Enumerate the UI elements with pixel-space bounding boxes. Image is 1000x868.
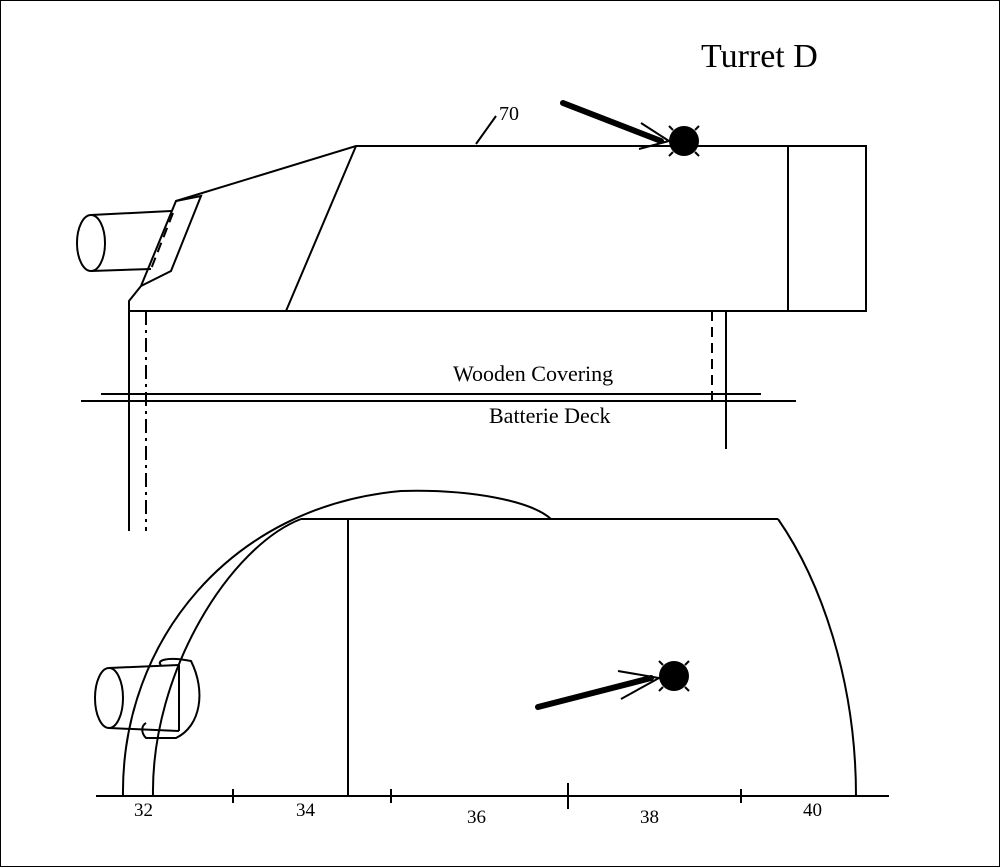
scale-tick-label: 32: [134, 800, 153, 821]
wooden-covering-label: Wooden Covering: [453, 361, 613, 386]
hit-marker-plan: [535, 660, 690, 710]
turret-plan-right-edge: [777, 518, 857, 797]
turret-body-outline: [128, 145, 867, 312]
scale-tick-label: 38: [640, 807, 659, 828]
part-number-label: 70: [499, 103, 519, 125]
scale-tick-label: 36: [467, 807, 486, 828]
gun-barrel: [76, 210, 174, 272]
turret-side-view: 70 Wooden Covering Batterie Deck: [76, 100, 867, 531]
scale-minor-ticks: [232, 783, 742, 809]
diagram-title: Turret D: [701, 38, 818, 75]
turret-inner-arc: [151, 518, 302, 797]
hit-marker-top: [560, 100, 700, 157]
turret-front-face: [285, 145, 357, 312]
gun-mantlet: [140, 194, 203, 287]
scale-tick-label: 40: [803, 800, 822, 821]
scale-tick-label: 34: [296, 800, 316, 821]
turret-outer-arc: [121, 489, 552, 797]
gun-barrel-plan: [94, 657, 201, 739]
turret-plan-view: [94, 489, 857, 797]
part-leader-line: [475, 115, 497, 145]
frame-scale: 32 34 36 38 40: [96, 783, 889, 828]
batterie-deck-label: Batterie Deck: [489, 403, 611, 428]
